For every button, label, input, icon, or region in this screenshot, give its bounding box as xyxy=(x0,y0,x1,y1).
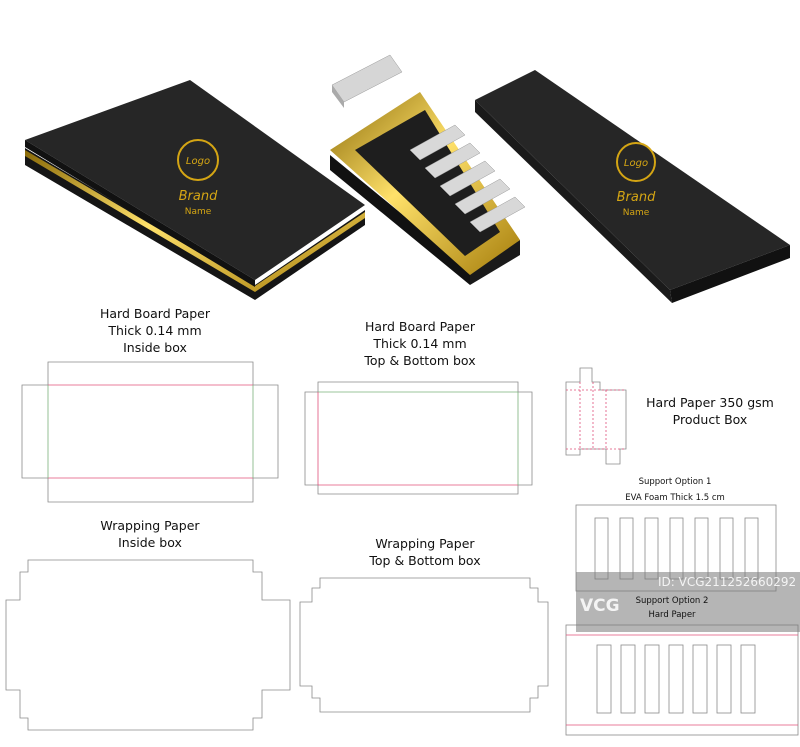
dieline-wrap-top-bottom xyxy=(299,577,549,713)
logo-circle-icon xyxy=(177,139,219,181)
label-line: Hard Board Paper xyxy=(100,306,210,321)
logo-text: Logo xyxy=(186,156,210,167)
label-line: Wrapping Paper xyxy=(375,536,475,551)
label-line: Product Box xyxy=(672,412,748,427)
label-line: Support Option 1 xyxy=(638,477,712,487)
label-line: Top & Bottom box xyxy=(369,553,481,568)
open-box-illustration: Logo Brand Name xyxy=(330,54,790,303)
watermark-logo: VCG xyxy=(580,596,620,616)
brand-text: Brand xyxy=(179,189,218,204)
dieline-wrap-inside xyxy=(5,559,291,731)
label-line: Thick 0.14 mm xyxy=(108,323,202,338)
label-line: Support Option 2 xyxy=(635,596,709,606)
label-line: Top & Bottom box xyxy=(364,353,476,368)
label-line: Thick 0.14 mm xyxy=(373,336,467,351)
label-wrap-top-bottom: Wrapping Paper Top & Bottom box xyxy=(330,535,520,569)
watermark-id: ID: VCG211252660292 xyxy=(658,575,797,589)
label-line: Hard Paper 350 gsm xyxy=(646,395,774,410)
label-line: Wrapping Paper xyxy=(100,518,200,533)
label-line: Inside box xyxy=(118,535,182,550)
lid-name-text: Name xyxy=(623,208,650,218)
lid-logo-text: Logo xyxy=(624,158,648,169)
name-text: Name xyxy=(185,207,212,217)
label-top-bottom-board: Hard Board Paper Thick 0.14 mm Top & Bot… xyxy=(320,318,520,369)
label-product-box: Hard Paper 350 gsm Product Box xyxy=(630,394,790,428)
dieline-support-option-2 xyxy=(565,624,799,736)
label-support-2: Support Option 2 Hard Paper xyxy=(626,594,718,622)
dieline-top-bottom-board xyxy=(304,381,533,495)
label-line: Hard Board Paper xyxy=(365,319,475,334)
dieline-product-box xyxy=(565,367,627,465)
label-support-1: Support Option 1 EVA Foam Thick 1.5 cm xyxy=(600,474,750,506)
label-line: Inside box xyxy=(123,340,187,355)
label-line: EVA Foam Thick 1.5 cm xyxy=(625,493,725,503)
label-wrap-inside: Wrapping Paper Inside box xyxy=(60,517,240,551)
watermark-band xyxy=(576,572,800,632)
dieline-inside-box-board xyxy=(21,361,279,503)
product-stick xyxy=(331,54,403,103)
closed-box-illustration: Logo Brand Name xyxy=(25,80,365,300)
label-inside-box-board: Hard Board Paper Thick 0.14 mm Inside bo… xyxy=(60,305,250,356)
lid-brand-text: Brand xyxy=(617,190,656,205)
label-line: Hard Paper xyxy=(648,610,696,620)
